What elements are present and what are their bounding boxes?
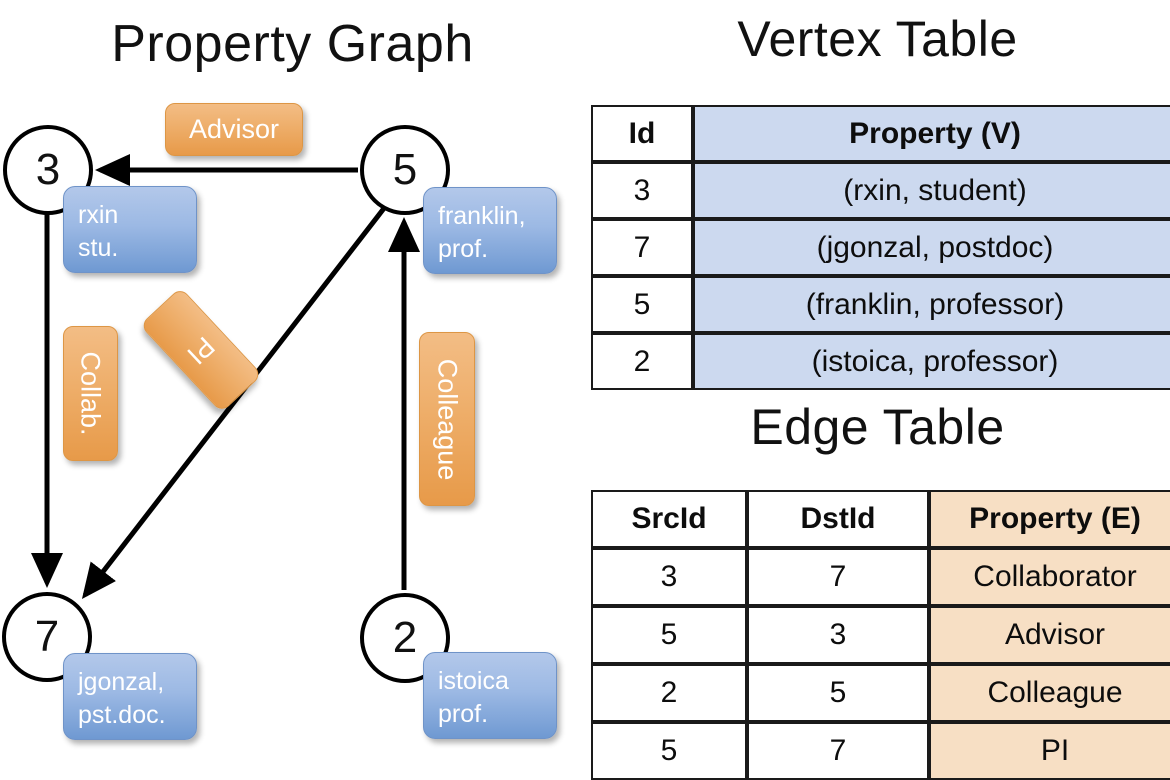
vertex-cell-id: 7	[591, 219, 693, 276]
edge-cell-srcid: 5	[591, 722, 747, 780]
edge-table-header-row: SrcId DstId Property (E)	[591, 490, 1170, 548]
node-property-line: stu.	[78, 234, 119, 262]
table-row[interactable]: 3 7 Collaborator	[591, 548, 1170, 606]
vertex-table-header-row: Id Property (V)	[591, 105, 1170, 162]
edge-label-colleague[interactable]: Colleague	[419, 332, 475, 506]
table-row[interactable]: 2 (istoica, professor)	[591, 333, 1170, 390]
graph-node-2[interactable]: 2	[360, 593, 450, 683]
node-property-line: franklin,	[438, 202, 526, 230]
vertex-cell-id: 5	[591, 276, 693, 333]
edge-cell-property: Advisor	[929, 606, 1170, 664]
edge-label-advisor[interactable]: Advisor	[165, 103, 303, 156]
node-property-line: rxin	[78, 201, 119, 229]
edge-table-header-dstid: DstId	[747, 490, 929, 548]
table-row[interactable]: 7 (jgonzal, postdoc)	[591, 219, 1170, 276]
edge-label-text: Collab.	[76, 351, 107, 436]
vertex-table-header-property: Property (V)	[693, 105, 1170, 162]
node-property-box-3[interactable]: rxin stu.	[63, 186, 197, 273]
table-row[interactable]: 5 7 PI	[591, 722, 1170, 780]
graph-node-7-label: 7	[34, 612, 60, 661]
page-title-edge-table: Edge Table	[750, 399, 1005, 455]
edge-table-header-property: Property (E)	[929, 490, 1170, 548]
node-property-line: istoica	[438, 667, 509, 695]
edge-cell-property: Colleague	[929, 664, 1170, 722]
vertex-cell-property: (rxin, student)	[693, 162, 1170, 219]
edge-cell-property: Collaborator	[929, 548, 1170, 606]
page-title-vertex-table: Vertex Table	[737, 11, 1018, 67]
table-row[interactable]: 3 (rxin, student)	[591, 162, 1170, 219]
edge-cell-srcid: 3	[591, 548, 747, 606]
edge-table-header-srcid: SrcId	[591, 490, 747, 548]
edge-label-text: PI	[181, 330, 221, 371]
node-property-line: prof.	[438, 235, 489, 263]
node-property-line: pst.doc.	[78, 701, 166, 729]
graph-edge-arrows	[31, 154, 420, 599]
node-property-box-7[interactable]: jgonzal, pst.doc.	[63, 653, 197, 740]
graph-node-3-label: 3	[35, 145, 61, 194]
vertex-table-header-id: Id	[591, 105, 693, 162]
edge-cell-dstid: 7	[747, 548, 929, 606]
property-graph-diagram: 3 5 7 2 rxin stu. franklin, prof. jgonza…	[0, 0, 585, 760]
edge-label-text: Advisor	[188, 114, 280, 144]
edge-cell-srcid: 5	[591, 606, 747, 664]
graph-node-5[interactable]: 5	[360, 125, 450, 215]
table-row[interactable]: 2 5 Colleague	[591, 664, 1170, 722]
vertex-cell-property: (franklin, professor)	[693, 276, 1170, 333]
vertex-cell-property: (jgonzal, postdoc)	[693, 219, 1170, 276]
edge-cell-dstid: 5	[747, 664, 929, 722]
node-property-box-5[interactable]: franklin, prof.	[423, 187, 557, 274]
page-title-property-graph: Property Graph	[111, 15, 474, 73]
table-row[interactable]: 5 3 Advisor	[591, 606, 1170, 664]
vertex-cell-property: (istoica, professor)	[693, 333, 1170, 390]
edge-cell-srcid: 2	[591, 664, 747, 722]
table-row[interactable]: 5 (franklin, professor)	[591, 276, 1170, 333]
graph-node-2-label: 2	[392, 613, 418, 662]
edge-label-text: Colleague	[432, 358, 463, 480]
vertex-table: Id Property (V) 3 (rxin, student) 7 (jgo…	[591, 105, 1170, 390]
graph-node-5-label: 5	[392, 145, 418, 194]
edge-cell-dstid: 7	[747, 722, 929, 780]
vertex-cell-id: 2	[591, 333, 693, 390]
edge-table: SrcId DstId Property (E) 3 7 Collaborato…	[591, 490, 1170, 780]
edge-label-collab[interactable]: Collab.	[63, 326, 118, 461]
node-property-line: prof.	[438, 700, 489, 728]
node-property-line: jgonzal,	[78, 668, 165, 696]
vertex-cell-id: 3	[591, 162, 693, 219]
edge-arrow-5-to-7	[81, 205, 387, 599]
node-property-box-2[interactable]: istoica prof.	[423, 652, 557, 739]
edge-cell-property: PI	[929, 722, 1170, 780]
edge-cell-dstid: 3	[747, 606, 929, 664]
